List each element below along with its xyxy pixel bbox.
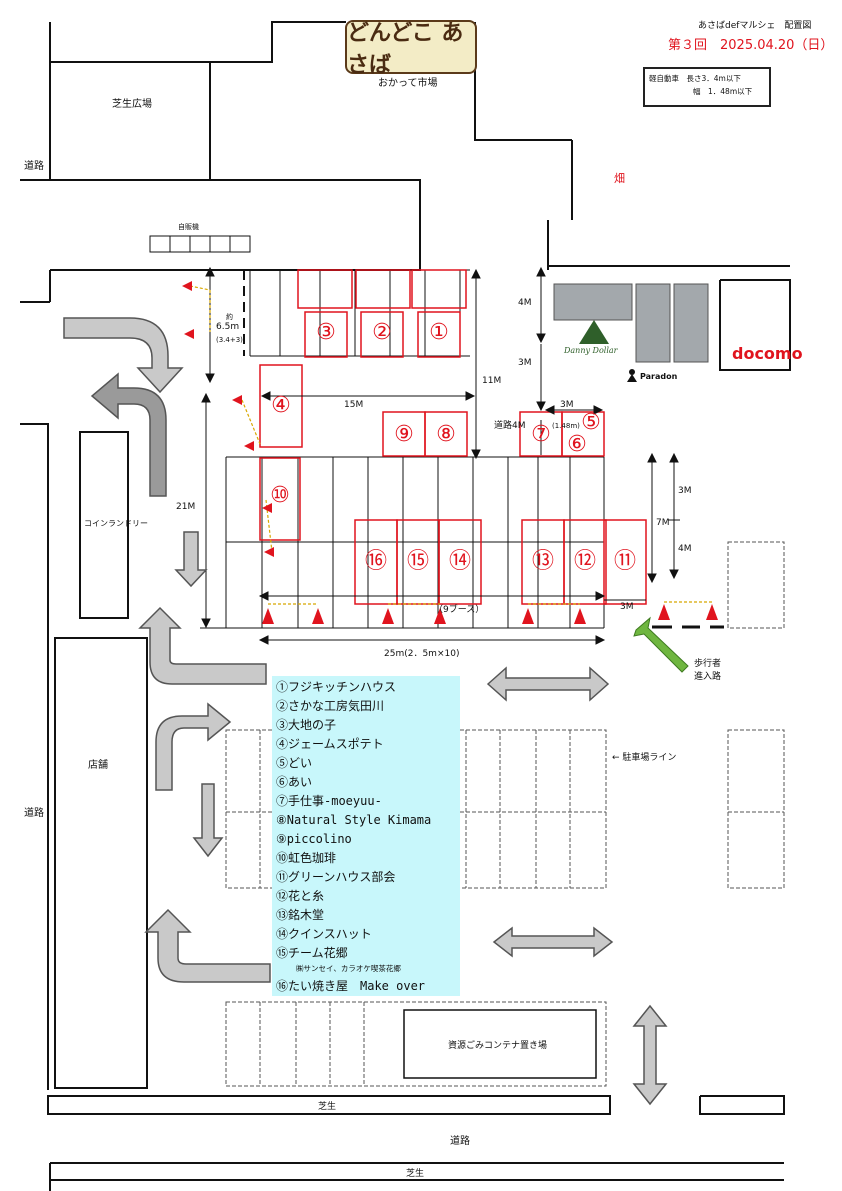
event-date: 第３回 2025.04.20（日） [668, 38, 834, 53]
booth-3-marker: ③ [316, 320, 336, 345]
booth-9-marker: ⑨ [394, 422, 414, 447]
legend-item: ⑧Natural Style Kimama [276, 813, 432, 827]
walkway-label: 道路4M [494, 421, 526, 431]
legend-item: ③大地の子 [276, 718, 337, 732]
dimension-11m: 11M [482, 376, 502, 386]
booth-legend: ①フジキッチンハウス ②さかな工房気田川 ③大地の子 ④ジェームスポテト ⑤どい… [272, 676, 460, 996]
road-label-bottom: 道路 [450, 1136, 470, 1147]
nine-booths-label: （9ブース） [434, 605, 485, 615]
legend-item-sub: ㈱サンセイ、カラオケ喫茶花郷 [296, 964, 401, 973]
dimension-6-5m: 6.5m [216, 322, 240, 332]
legend-item: ⑯たい焼き屋 Make over [276, 979, 426, 993]
legend-item: ⑭クインスハット [276, 927, 372, 941]
legend-item: ⑨piccolino [276, 832, 352, 846]
booth-16-marker: ⑯ [364, 549, 387, 574]
booth-1-marker: ① [429, 320, 449, 345]
booth-8-marker: ⑧ [436, 422, 456, 447]
legend-item: ①フジキッチンハウス [276, 680, 397, 694]
dimension-1-48m: (1.48m) [552, 422, 580, 430]
lawn-label-bottom-2: 芝生 [406, 1169, 425, 1179]
booth-12-marker: ⑫ [573, 549, 596, 574]
parking-line-label: ← 駐車場ライン [612, 753, 677, 763]
legend-item: ⑫花と糸 [276, 889, 325, 903]
logo: どんどこ あさば [345, 20, 477, 78]
booth-11-marker: ⑪ [613, 549, 636, 574]
booth-13-marker: ⑬ [531, 549, 554, 574]
docomo-label: docomo [732, 344, 803, 363]
legend-item: ⑤どい [276, 756, 313, 770]
dimension-3m-c: 3M [678, 486, 692, 496]
legend-item: ⑥あい [276, 775, 313, 789]
vehicle-size-notice: 軽自動車 長さ3．4m以下 幅 1．48m以下 [643, 67, 771, 107]
legend-item: ②さかな工房気田川 [276, 699, 385, 713]
dimension-6-5m-detail: (3.4+3) [216, 336, 243, 344]
lawn-label-bottom-1: 芝生 [318, 1102, 337, 1112]
legend-item: ⑪グリーンハウス部会 [276, 870, 396, 884]
dimension-approx: 約 [226, 313, 233, 321]
dimension-7m: 7M [656, 518, 670, 528]
booth-10-marker: ⑩ [270, 483, 290, 508]
legend-item: ⑮チーム花郷 [276, 946, 348, 960]
danny-dollar-label: Danny Dollar [564, 346, 618, 355]
dimension-15m: 15M [344, 400, 364, 410]
notice-line-1: 軽自動車 長さ3．4m以下 [649, 74, 741, 83]
legend-item: ⑩虹色珈琲 [276, 851, 337, 865]
vending-machine-label: 自販機 [178, 223, 199, 231]
field-label: 畑 [614, 172, 625, 185]
coin-laundry-label: コインランドリー [84, 519, 148, 528]
legend-item: ⑬銘木堂 [276, 908, 325, 922]
logo-caption: おかって市場 [378, 78, 438, 89]
legend-item: ⑦手仕事-moeyuu- [276, 794, 382, 808]
dimension-3m-b: 3M [560, 400, 574, 410]
booth-6-marker: ⑥ [567, 432, 587, 457]
document-title: あさばdefマルシェ 配置図 [698, 21, 812, 31]
pedestrian-entry-label: 歩行者 進入路 [694, 659, 722, 682]
notice-line-2: 幅 1．48m以下 [693, 87, 753, 96]
garbage-area-label: 資源ごみコンテナ置き場 [448, 1041, 548, 1051]
booth-7-marker: ⑦ [531, 422, 551, 447]
dimension-3m-d: 3M [620, 602, 634, 612]
booth-14-marker: ⑭ [448, 549, 471, 574]
paradon-label: Paradon [640, 372, 678, 381]
dimension-3m-a: 3M [518, 358, 532, 368]
store-label: 店舗 [88, 760, 108, 771]
road-label-mid: 道路 [24, 808, 44, 819]
booth-4-marker: ④ [271, 393, 291, 418]
legend-item: ④ジェームスポテト [276, 737, 384, 751]
booth-2-marker: ② [372, 320, 392, 345]
dimension-4m-b: 4M [678, 544, 692, 554]
dimension-21m: 21M [176, 502, 196, 512]
booth-5-marker: ⑤ [581, 410, 601, 435]
logo-text: どんどこ あさば [347, 20, 464, 78]
lawn-plaza-label: 芝生広場 [112, 99, 152, 110]
dimension-4m-top: 4M [518, 298, 532, 308]
road-label-top: 道路 [24, 161, 44, 172]
booth-15-marker: ⑮ [406, 549, 429, 574]
dimension-25m: 25m(2．5m×10) [384, 649, 460, 659]
